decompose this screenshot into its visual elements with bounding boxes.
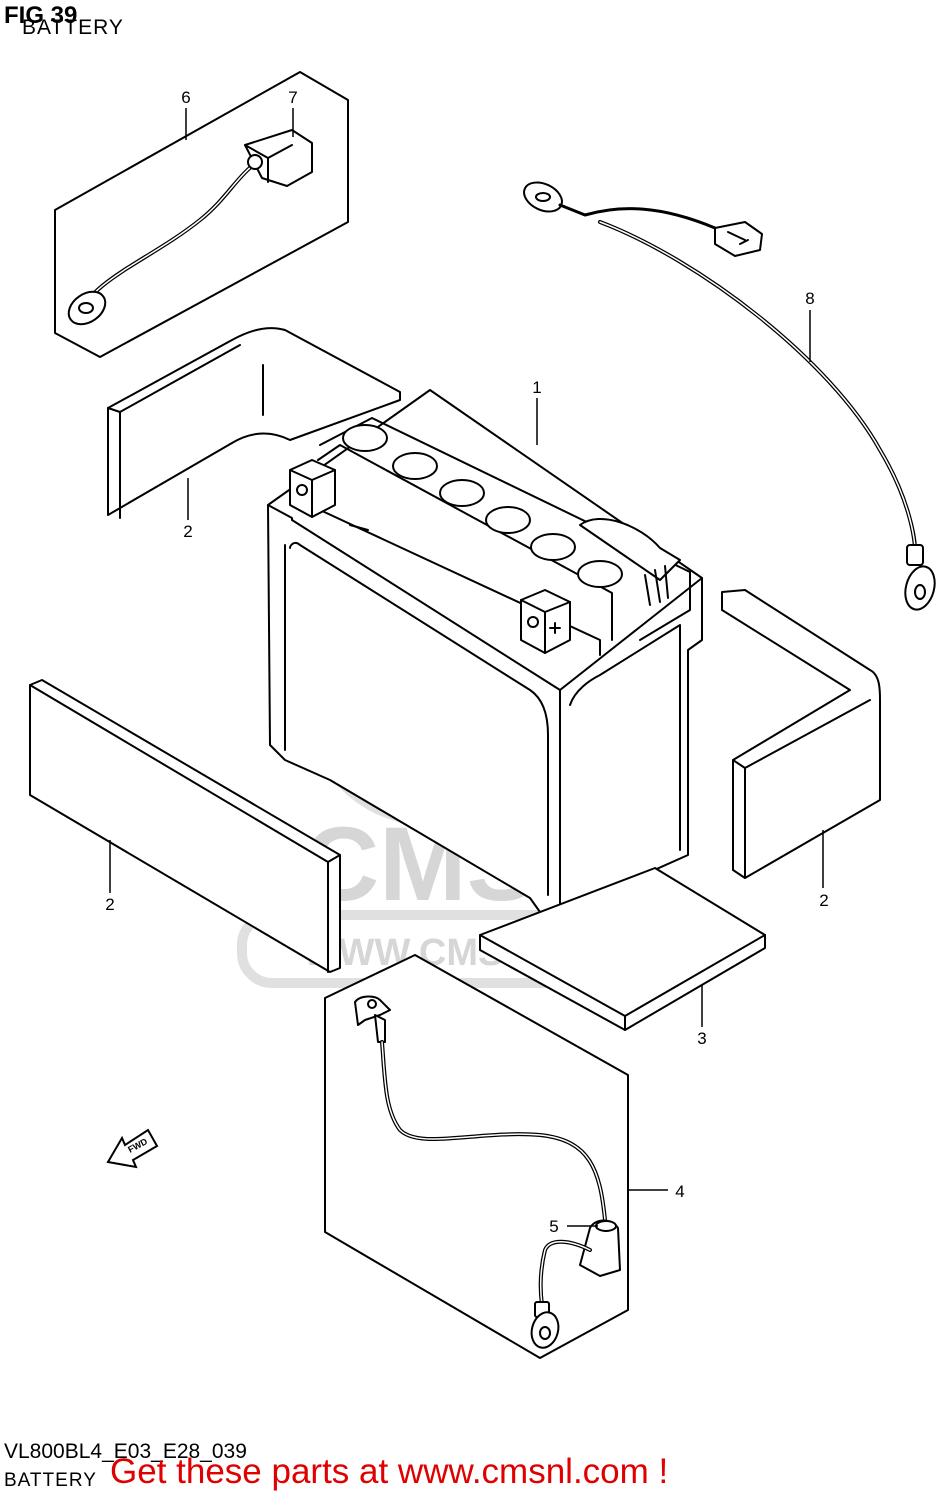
footer-title: BATTERY bbox=[4, 1470, 97, 1491]
callout-2-lower: 2 bbox=[105, 895, 114, 914]
cable-8 bbox=[523, 181, 936, 611]
cable-4-panel bbox=[324, 954, 629, 1359]
callout-2-right: 2 bbox=[819, 891, 828, 910]
cable-6-panel bbox=[54, 71, 349, 358]
fig-label: FIG 39 bbox=[4, 2, 78, 29]
pad-2-lower bbox=[29, 679, 341, 973]
callout-2-upper: 2 bbox=[183, 522, 192, 541]
leader-lines bbox=[109, 108, 824, 1227]
callout-3: 3 bbox=[697, 1029, 706, 1048]
callout-7: 7 bbox=[288, 88, 297, 107]
callout-8: 8 bbox=[805, 289, 814, 308]
promo-link[interactable]: Get these parts at www.cmsnl.com ! bbox=[110, 1452, 669, 1491]
callout-1: 1 bbox=[532, 378, 541, 397]
battery-1 bbox=[267, 389, 703, 913]
plate-3 bbox=[479, 867, 766, 1031]
pad-2-right bbox=[721, 589, 881, 879]
model-code: VL800BL4_E03_E28_039 bbox=[4, 1440, 247, 1463]
page-title: BATTERY bbox=[22, 16, 124, 39]
callout-6: 6 bbox=[181, 88, 190, 107]
pad-2-upper bbox=[107, 327, 401, 519]
callout-5: 5 bbox=[549, 1217, 558, 1236]
fwd-arrow: FWD bbox=[106, 1128, 159, 1169]
callout-4: 4 bbox=[675, 1182, 684, 1201]
